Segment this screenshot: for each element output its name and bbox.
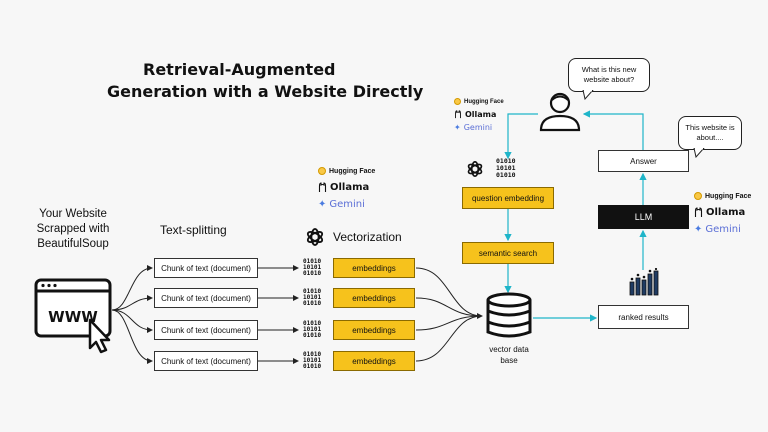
diagram-title-line2: Generation with a Website Directly bbox=[107, 82, 424, 101]
question-embedding-box: question embedding bbox=[462, 187, 554, 209]
ranked-results-box: ranked results bbox=[598, 305, 689, 329]
llm-box: LLM bbox=[598, 205, 689, 229]
semantic-search-box: semantic search bbox=[462, 242, 554, 264]
gemini-brand: ✦ Gemini bbox=[318, 199, 365, 210]
gemini-brand: ✦ Gemini bbox=[454, 123, 493, 132]
database-icon bbox=[486, 292, 532, 338]
embeddings-box: embeddings bbox=[333, 288, 415, 308]
openai-logo-icon bbox=[306, 228, 324, 246]
ollama-icon bbox=[694, 207, 703, 217]
vectorization-label: Vectorization bbox=[333, 230, 402, 244]
vector-db-label: vector data base bbox=[489, 345, 529, 365]
cursor-icon bbox=[88, 318, 111, 354]
embeddings-box: embeddings bbox=[333, 351, 415, 371]
bar-chart-icon bbox=[629, 268, 659, 296]
gemini-star-icon: ✦ bbox=[694, 224, 703, 235]
hugging-face-icon bbox=[454, 98, 461, 105]
answer-box: Answer bbox=[598, 150, 689, 172]
hugging-face-brand: Hugging Face bbox=[694, 192, 751, 200]
openai-logo-icon bbox=[467, 160, 483, 178]
user-icon bbox=[539, 92, 581, 132]
browser-www-icon: WWW bbox=[34, 278, 112, 354]
embeddings-box: embeddings bbox=[333, 320, 415, 340]
gemini-brand: ✦ Gemini bbox=[694, 224, 741, 235]
chunk-box: Chunk of text (document) bbox=[154, 320, 258, 340]
hugging-face-icon bbox=[318, 167, 326, 175]
ollama-brand: Ollama bbox=[454, 110, 496, 119]
embeddings-box: embeddings bbox=[333, 258, 415, 278]
chunk-box: Chunk of text (document) bbox=[154, 288, 258, 308]
source-label-line2: Scrapped with bbox=[36, 223, 110, 235]
speech-bubble-icon bbox=[693, 148, 705, 158]
gemini-star-icon: ✦ bbox=[318, 199, 327, 210]
www-text: WWW bbox=[48, 308, 98, 326]
hugging-face-icon bbox=[694, 192, 702, 200]
source-label: Your Website Scrapped with BeautifulSoup bbox=[20, 207, 126, 252]
source-label-line1: Your Website bbox=[39, 208, 107, 220]
speech-bubble-icon bbox=[582, 90, 594, 100]
ollama-icon bbox=[455, 110, 461, 119]
diagram-title-line1: Retrieval-Augmented bbox=[143, 60, 336, 79]
text-splitting-label: Text-splitting bbox=[160, 223, 227, 237]
chunk-box: Chunk of text (document) bbox=[154, 258, 258, 278]
ollama-icon bbox=[318, 182, 327, 192]
ollama-brand: Ollama bbox=[694, 207, 745, 218]
hugging-face-brand: Hugging Face bbox=[318, 167, 375, 175]
source-label-line3: BeautifulSoup bbox=[37, 238, 109, 250]
hugging-face-brand: Hugging Face bbox=[454, 98, 504, 105]
ollama-brand: Ollama bbox=[318, 182, 369, 193]
chunk-box: Chunk of text (document) bbox=[154, 351, 258, 371]
gemini-star-icon: ✦ bbox=[454, 123, 461, 132]
